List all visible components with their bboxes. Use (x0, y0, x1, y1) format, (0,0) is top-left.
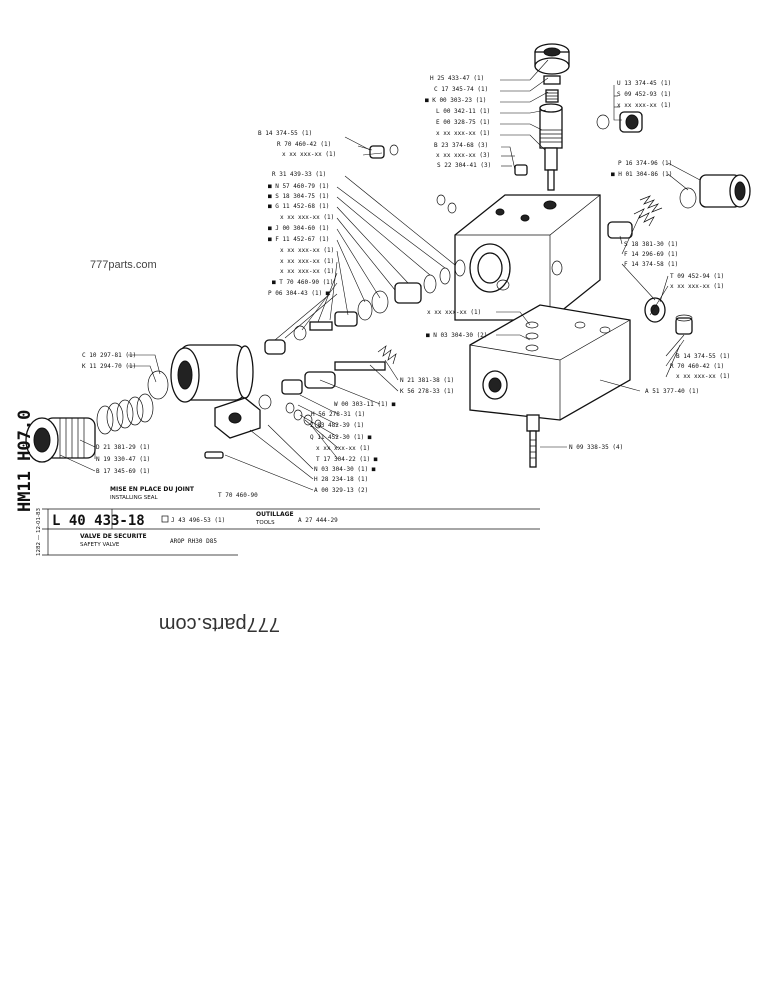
upper-right-plug (596, 111, 643, 133)
small-rings (285, 402, 322, 429)
valve-title-fr: VALVE DE SECURITE (80, 533, 147, 540)
part-label: x xx xxx-xx (1) (617, 102, 671, 109)
part-label: U 13 374-45 (1) (617, 80, 671, 87)
part-label: B 23 374-68 (3) (434, 142, 488, 149)
part-label: R 70 460-42 (1) (277, 141, 331, 148)
part-label: Q 11 452-30 (1) ■ (310, 434, 372, 441)
spring-right (607, 208, 655, 239)
top-cap-part (534, 43, 570, 103)
part-label: x xx xxx-xx (1) (427, 309, 481, 316)
mise-title: MISE EN PLACE DU JOINT (110, 486, 195, 493)
right-side-plug (644, 297, 693, 335)
parts-drawing (25, 43, 751, 468)
part-label: x xx xxx-xx (1) (280, 268, 334, 275)
valve-title-en: SAFETY VALVE (80, 542, 120, 548)
part-label: x xx xxx-xx (1) (316, 445, 370, 452)
part-label: B 14 374-55 (1) (258, 130, 312, 137)
part-label: ■ N 57 460-79 (1) (268, 183, 329, 190)
part-label: ■ S 18 304-75 (1) (268, 193, 329, 200)
reference-code: L 40 433-18 (52, 513, 145, 529)
part-label: S 09 452-93 (1) (617, 91, 671, 98)
small-plug-top-left (369, 144, 399, 159)
part-label: x xx xxx-xx (1) (676, 373, 730, 380)
part-label: ■ T 70 460-90 (1) (272, 279, 333, 286)
part-label: ■ G 11 452-68 (1) (268, 203, 329, 210)
box-reference: J 43 496-53 (1) (171, 517, 225, 524)
part-label: H 56 278-31 (1) (311, 411, 365, 418)
part-label: x xx xxx-xx (1) (436, 130, 490, 137)
part-label: ■ N 03 304-30 (2) (426, 332, 487, 339)
part-label: R 31 439-33 (1) (272, 171, 326, 178)
piston-part (281, 345, 397, 395)
part-label: A 00 329-13 (2) (314, 487, 368, 494)
left-spring (96, 393, 154, 435)
lower-valve-block (469, 304, 631, 421)
part-label: H 25 433-47 (1) (430, 75, 484, 82)
part-label: P 16 374-96 (1) (618, 160, 672, 167)
part-label: K 56 278-33 (1) (400, 388, 454, 395)
part-label: H 28 234-18 (1) (314, 476, 368, 483)
watermark-bottom: 777parts.com (159, 613, 280, 635)
tools-label: TOOLS (255, 520, 275, 526)
part-label: A 51 377-40 (1) (645, 388, 699, 395)
part-label: N 09 338-35 (4) (569, 444, 623, 451)
part-label: T 09 452-94 (1) (670, 273, 724, 280)
part-labels: H 25 433-47 (1) C 17 345-74 (1) ■ K 00 3… (82, 75, 730, 494)
part-label: B 14 374-55 (1) (676, 353, 730, 360)
info-block: HM11 H07.0 1282 — 12-01-83 MISE EN PLACE… (15, 410, 540, 556)
tool-reference: A 27 444-29 (298, 517, 338, 524)
part-label: C 17 345-74 (1) (434, 86, 488, 93)
seal-stack (264, 259, 466, 355)
part-label: B 17 345-69 (1) (96, 468, 150, 475)
outillage-label: OUTILLAGE (256, 511, 294, 518)
part-label: K 11 294-70 (1) (82, 363, 136, 370)
left-end-cap (25, 417, 96, 463)
side-code: HM11 H07.0 (15, 410, 35, 512)
part-label: T 17 304-22 (1) ■ (316, 456, 378, 463)
right-end-cap (639, 174, 751, 213)
side-small-text: 1282 — 12-01-83 (36, 508, 42, 556)
part-label: ■ J 00 304-60 (1) (268, 225, 329, 232)
part-label: F 14 374-58 (1) (624, 261, 678, 268)
adapter-part (204, 394, 272, 459)
part-label: x xx xxx-xx (1) (280, 247, 334, 254)
part-label: x xx xxx-xx (3) (436, 152, 490, 159)
mise-reference: T 70 460-90 (218, 492, 258, 499)
part-label: S 18 381-30 (1) (624, 241, 678, 248)
part-label: x xx xxx-xx (1) (280, 258, 334, 265)
part-label: W 00 303-11 (1) ■ (334, 401, 396, 408)
part-label: x xx xxx-xx (1) (282, 151, 336, 158)
part-label: D 21 381-29 (1) (96, 444, 150, 451)
part-label: ■ H 01 304-86 (1) (611, 171, 672, 178)
model-code: AROP RH30 D85 (170, 538, 217, 545)
part-label: L 00 342-11 (1) (436, 108, 490, 115)
mise-subtitle: INSTALLING SEAL (110, 495, 159, 501)
part-label: Z 83 482-39 (1) (310, 422, 364, 429)
part-label: N 21 381-38 (1) (400, 377, 454, 384)
part-label: x xx xxx-xx (1) (280, 214, 334, 221)
cartridge-part (539, 103, 563, 191)
bolt-part (526, 414, 540, 468)
part-label: P 06 304-43 (1) ■ (268, 290, 330, 297)
part-label: S 22 304-41 (3) (437, 162, 491, 169)
main-valve-block (454, 194, 601, 321)
part-label: E 00 328-75 (1) (436, 119, 490, 126)
part-label: x xx xxx-xx (1) (670, 283, 724, 290)
part-label: N 03 304-30 (1) ■ (314, 466, 376, 473)
barrel-body (147, 344, 254, 403)
part-label: ■ K 00 303-23 (1) (425, 97, 486, 104)
part-label: C 10 297-81 (1) (82, 352, 136, 359)
part-label: N 19 330-47 (1) (96, 456, 150, 463)
part-label: F 14 296-69 (1) (624, 251, 678, 258)
part-label: R 70 460-42 (1) (670, 363, 724, 370)
leader-lines (59, 59, 701, 491)
part-label: ■ F 11 452-67 (1) (268, 236, 329, 243)
watermark-top: 777parts.com (90, 259, 157, 271)
